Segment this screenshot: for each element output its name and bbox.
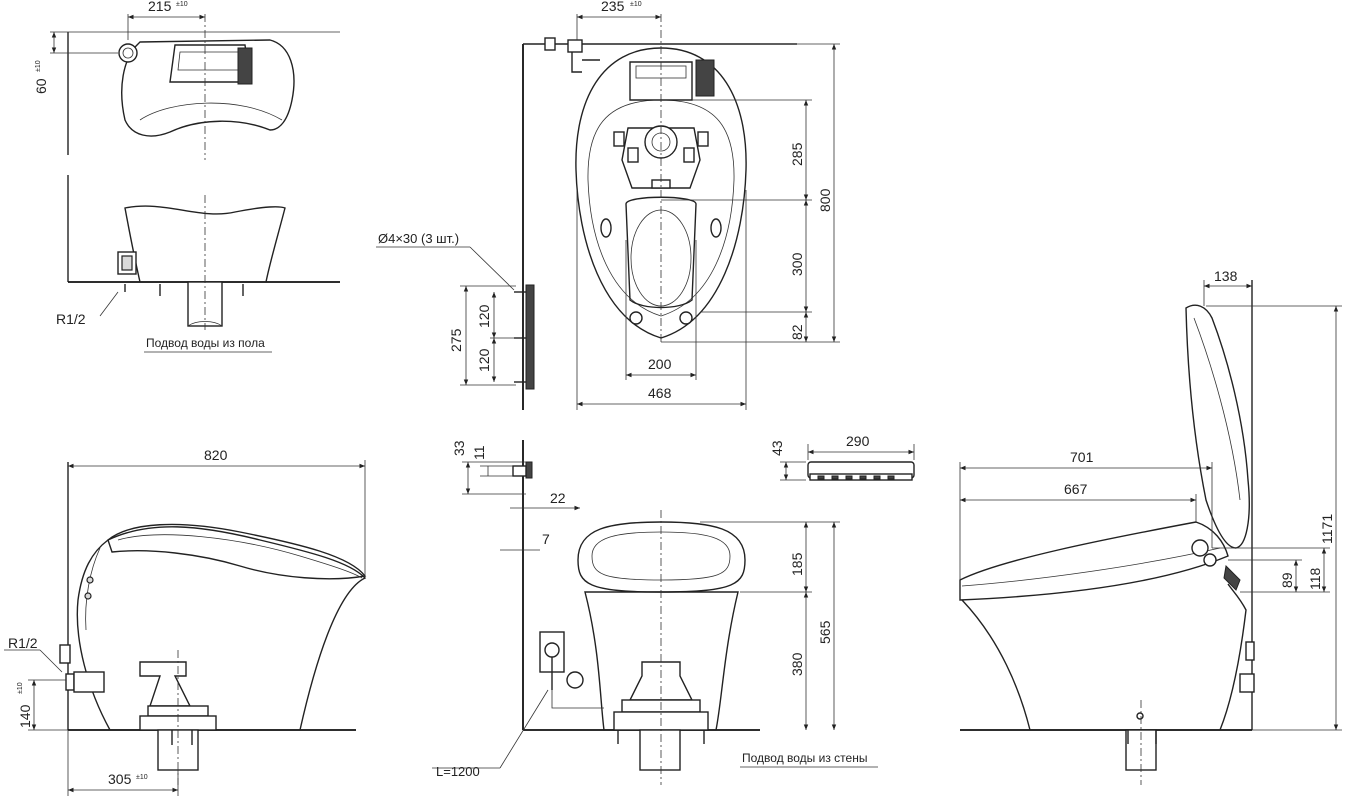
dim-vertical-plan: 285 300 82 800 — [661, 43, 840, 343]
thread-label: R1/2 — [56, 311, 86, 327]
dim-label: 285 — [789, 142, 805, 166]
view-side-left: 820 R1/2 140 ±10 305 ±10 — [4, 447, 367, 796]
caption-wall-supply: Подвод воды из стены — [742, 751, 867, 765]
dim-label: 7 — [542, 531, 550, 547]
tolerance-label: ±10 — [35, 60, 42, 72]
dim-label: 60 — [33, 78, 49, 94]
dim-label: 43 — [769, 440, 785, 456]
dim-215: 215 ±10 — [127, 0, 205, 40]
dim-label: 33 — [451, 440, 467, 456]
thread-label: R1/2 — [8, 635, 38, 651]
view-floor-section: R1/2 Подвод воды из пола — [56, 175, 340, 353]
dim-label: 1171 — [1319, 514, 1335, 544]
dim-label: 120 — [476, 304, 492, 328]
dim-label: 667 — [1064, 481, 1088, 497]
dim-label: 185 — [789, 552, 805, 576]
dim-label: 140 — [17, 704, 33, 728]
dim-label: 380 — [789, 652, 805, 676]
tolerance-label: ±10 — [17, 682, 24, 694]
view-top-left-plan: 215 ±10 60 ±10 — [33, 0, 340, 160]
view-wall-bracket: Ø4×30 (3 шт.) 275 120 120 — [376, 231, 535, 390]
view-remote: 290 43 — [769, 433, 915, 481]
dim-label: 235 — [601, 0, 625, 14]
dim-label: 275 — [448, 328, 464, 352]
dim-label: 11 — [471, 445, 487, 460]
tolerance-label: ±10 — [176, 1, 188, 8]
dim-305: 305 ±10 — [67, 730, 179, 796]
view-front: 33 11 22 7 185 380 565 L=1200 Подвод вод… — [432, 440, 878, 785]
dim-front-vertical: 185 380 565 — [700, 521, 840, 730]
dim-label: 138 — [1214, 268, 1238, 284]
dim-138: 138 — [1203, 268, 1252, 306]
dim-label: 468 — [648, 385, 672, 401]
view-side-right: 138 701 667 1171 89 118 — [959, 268, 1342, 785]
dim-89-118: 89 118 — [1212, 547, 1330, 593]
dim-820: 820 — [68, 447, 366, 576]
dim-label: 290 — [846, 433, 870, 449]
screws-label: Ø4×30 (3 шт.) — [378, 231, 459, 246]
dim-label: 820 — [204, 447, 228, 463]
dim-235: 235 ±10 — [576, 0, 661, 40]
dim-label: 120 — [476, 348, 492, 372]
dim-horizontal-plan: 200 468 — [576, 190, 747, 410]
tolerance-label: ±10 — [136, 774, 148, 781]
caption-floor-supply: Подвод воды из пола — [146, 336, 265, 350]
dim-label: 89 — [1279, 572, 1295, 588]
view-plan-center: 235 ±10 285 300 82 800 200 468 — [522, 0, 840, 410]
dim-label: 300 — [789, 252, 805, 276]
dim-701-667: 701 667 — [959, 449, 1213, 580]
dim-140: 140 ±10 — [17, 679, 68, 731]
dim-label: 82 — [789, 324, 805, 340]
dim-label: 565 — [817, 620, 833, 644]
dim-1171: 1171 — [1206, 305, 1342, 731]
hose-length-label: L=1200 — [436, 764, 480, 779]
dim-label: 305 — [108, 771, 132, 787]
dim-label: 800 — [817, 188, 833, 212]
tolerance-label: ±10 — [630, 1, 642, 8]
dim-label: 200 — [648, 356, 672, 372]
dim-label: 701 — [1070, 449, 1094, 465]
dim-label: 22 — [550, 490, 566, 506]
dim-wall-small: 33 11 22 7 — [451, 440, 580, 551]
dim-60: 60 ±10 — [33, 31, 118, 94]
dim-label: 118 — [1307, 567, 1323, 590]
dim-label: 215 — [148, 0, 172, 14]
